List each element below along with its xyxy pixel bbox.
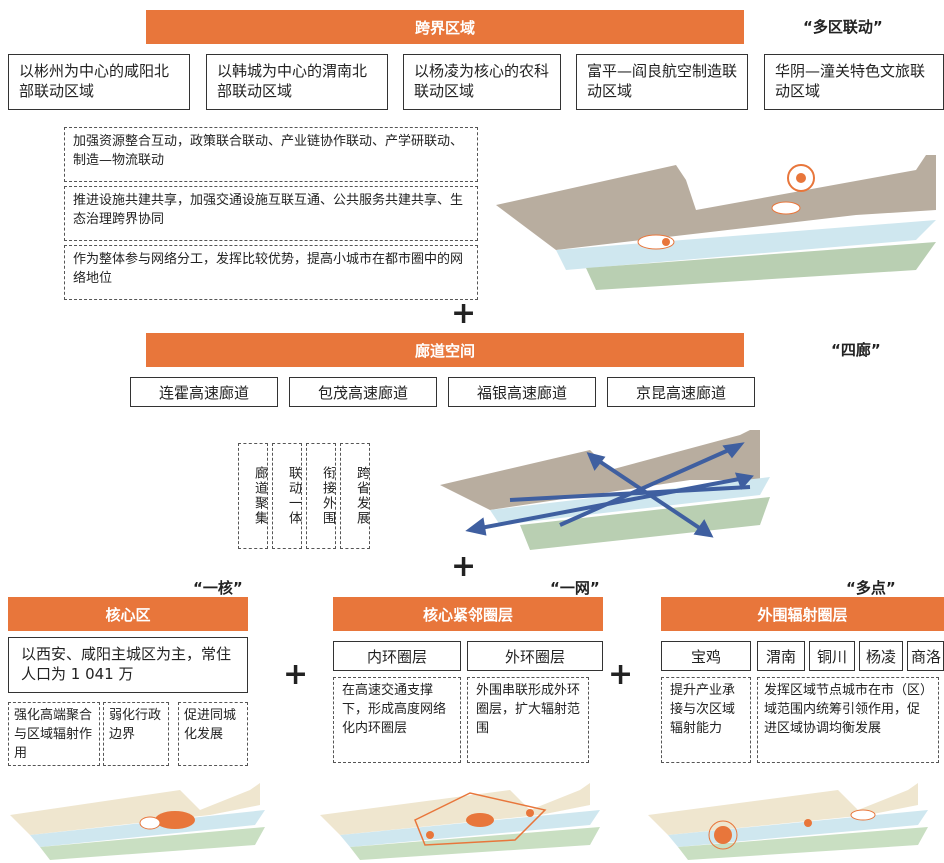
- outer-bar: 外围辐射圈层: [661, 597, 944, 631]
- outer-ring-note: 外围串联形成外环圈层，扩大辐射范围: [467, 677, 589, 763]
- region-box-4: 富平—阎良航空制造联动区域: [576, 54, 748, 110]
- core-note-2: 弱化行政边界: [103, 702, 169, 766]
- baoji-note: 提升产业承接与次区域辐射能力: [661, 677, 751, 763]
- region-box-5: 华阴—潼关特色文旅联动区域: [764, 54, 944, 110]
- note-network-division: 作为整体参与网络分工，发挥比较优势，提高小城市在都市圈中的网络地位: [64, 245, 478, 300]
- corridor-2: 包茂高速廊道: [289, 377, 437, 407]
- corridor-3: 福银高速廊道: [448, 377, 596, 407]
- corridor-map: [440, 430, 770, 550]
- region-box-1: 以彬州为中心的咸阳北部联动区域: [8, 54, 190, 110]
- one-network-quote: “一网”: [550, 579, 600, 597]
- city-shangluo: 商洛: [907, 641, 944, 671]
- city-baoji: 宝鸡: [661, 641, 751, 671]
- note-resource-integration: 加强资源整合互动，政策联合联动、产业链协作联动、产学研联动、制造—物流联动: [64, 127, 478, 182]
- adjacent-map: [320, 783, 600, 860]
- plus-icon-1: +: [451, 296, 477, 331]
- cross-region-map: [496, 155, 936, 290]
- tag-linkage: 联动一体: [272, 443, 302, 549]
- city-weinan: 渭南: [757, 641, 805, 671]
- multi-region-quote: “多区联动”: [803, 18, 883, 36]
- region-box-2: 以韩城为中心的渭南北部联动区域: [206, 54, 388, 110]
- corridor-1: 连霍高速廊道: [130, 377, 278, 407]
- one-core-quote: “一核”: [193, 579, 243, 597]
- plus-icon-4: +: [608, 657, 634, 692]
- core-map: [10, 783, 265, 860]
- tag-corridor-gather: 廊道聚集: [238, 443, 268, 549]
- city-yangling: 杨凌: [859, 641, 903, 671]
- adjacent-bar: 核心紧邻圈层: [333, 597, 603, 631]
- region-box-3: 以杨凌为核心的农科联动区域: [403, 54, 561, 110]
- outer-map: [648, 783, 928, 860]
- plus-icon-2: +: [451, 549, 477, 584]
- corridor-4: 京昆高速廊道: [607, 377, 755, 407]
- core-note-3: 促进同城化发展: [178, 702, 248, 766]
- core-bar: 核心区: [8, 597, 248, 631]
- multi-point-quote: “多点”: [846, 579, 896, 597]
- note-facility-sharing: 推进设施共建共享，加强交通设施互联互通、公共服务共建共享、生态治理跨界协同: [64, 186, 478, 241]
- cross-region-bar: 跨界区域: [146, 10, 744, 44]
- plus-icon-3: +: [283, 657, 309, 692]
- core-note-1: 强化高端聚合与区域辐射作用: [8, 702, 100, 766]
- corridor-space-bar: 廊道空间: [146, 333, 744, 367]
- tab-outer-ring: 外环圈层: [467, 641, 603, 671]
- tag-cross-province: 跨省发展: [340, 443, 370, 549]
- core-desc-box: 以西安、咸阳主城区为主，常住人口为 1 041 万: [8, 637, 248, 693]
- node-cities-note: 发挥区域节点城市在市（区）域范围内统筹引领作用，促进区域协调均衡发展: [757, 677, 939, 763]
- city-tongchuan: 铜川: [809, 641, 855, 671]
- tab-inner-ring: 内环圈层: [333, 641, 461, 671]
- four-corridors-quote: “四廊”: [831, 341, 881, 359]
- tag-connect-periphery: 衔接外围: [306, 443, 336, 549]
- inner-ring-note: 在高速交通支撑下，形成高度网络化内环圈层: [333, 677, 461, 763]
